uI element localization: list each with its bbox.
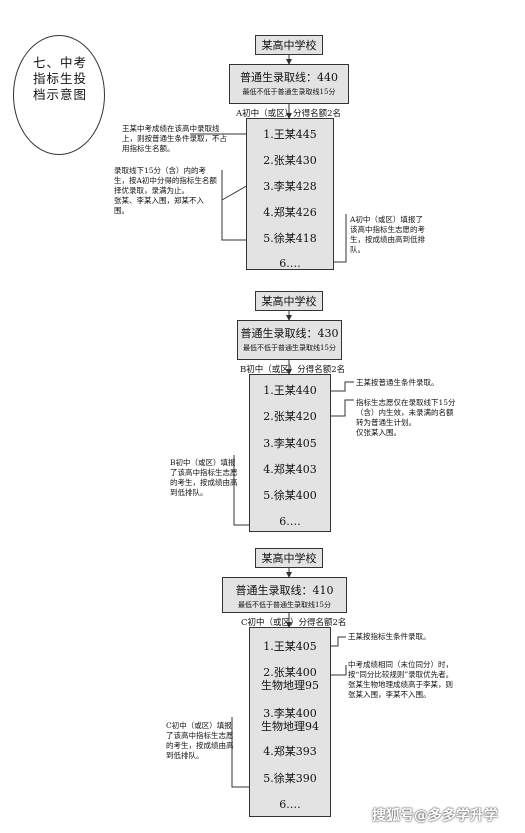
- admission-line-c: 普通生录取线：410: [235, 584, 334, 597]
- note-a-2: 录取线下15分（含）内的考生，按A初中分得的指标生名额择优录取，录满为止。 张某…: [114, 166, 217, 215]
- school-box-c: 某高中学校: [255, 548, 323, 568]
- list-item: 4.郑某393: [263, 745, 317, 758]
- list-item: 5.徐某390: [263, 772, 317, 785]
- leader-note3-a: [334, 214, 347, 263]
- list-item: 3.李某428: [263, 180, 317, 193]
- list-item-subscore: 生物地理94: [261, 720, 319, 733]
- list-item: 6.…: [279, 257, 301, 270]
- note-a-3: A初中（或区）填报了该高中指标生志愿的考生，按成绩由高到低排队。: [350, 215, 425, 254]
- quota-label-c: C初中（或区）分得名额2名: [241, 618, 347, 628]
- admission-line-a: 普通生录取线：440: [240, 71, 338, 84]
- note-b-2: 指标生志愿仅在录取线下15分（含）内生效，未录满的名额转为普通生计划。 仅张某入…: [356, 398, 456, 437]
- admission-line-sub-b: 最低不低于普通生录取线15分: [243, 344, 336, 352]
- title-oval: [13, 35, 105, 155]
- note-a-1: 王某中考成绩在该高中录取线上，则按普通生条件录取，不占用指标生名额。: [122, 124, 227, 153]
- note-c-2: 中考成绩相同（末位同分）时，按“同分比较规则”录取优先者。 张某生物地理成绩高于…: [348, 660, 454, 699]
- list-item: 2.张某420: [263, 410, 317, 423]
- note-c-3: C初中（或区）填报了该高中指标生志愿的考生，按成绩由高到低排队。: [166, 721, 234, 760]
- admission-line-box-b: 普通生录取线：430 最低不低于普通生录取线15分: [237, 320, 342, 360]
- admission-line-box-c: 普通生录取线：410 最低不低于普通生录取线15分: [222, 577, 347, 613]
- admission-line-sub-a: 最低不低于普通生录取线15分: [242, 88, 336, 96]
- admission-line-box-a: 普通生录取线：440 最低不低于普通生录取线15分: [229, 64, 349, 104]
- list-item-subscore: 生物地理95: [261, 679, 319, 692]
- list-item: 6.…: [279, 515, 301, 528]
- school-box-a: 某高中学校: [255, 35, 323, 55]
- list-item: 1.王某440: [263, 384, 317, 397]
- note-b-1: 王某按普通生条件录取。: [356, 378, 439, 387]
- list-item: 2.张某430: [263, 154, 317, 167]
- leader-note3-b: [233, 455, 249, 526]
- diagram-title: 七、中考指标生投档示意图: [32, 55, 87, 102]
- ranking-list-c: 1.王某405 2.张某400 生物地理95 3.李某400 生物地理94 4.…: [249, 627, 331, 817]
- quota-label-b: B初中（或区）分得名额2名: [240, 365, 346, 375]
- watermark: 搜狐号@多多学升学: [372, 808, 498, 824]
- list-item: 5.徐某418: [263, 232, 317, 245]
- list-item: 2.张某400: [263, 666, 317, 679]
- quota-label-a: A初中（或区）分得名额2名: [236, 109, 342, 119]
- list-item: 5.徐某400: [263, 489, 317, 502]
- note-b-3: B初中（或区）填报了该高中指标生志愿的考生，按成绩由高到低排队。: [170, 458, 238, 497]
- list-item: 1.王某445: [263, 128, 317, 141]
- admission-line-sub-c: 最低不低于普通生录取线15分: [238, 601, 331, 609]
- list-item: 4.郑某426: [263, 206, 317, 219]
- note-c-1: 王某按指标生条件录取。: [348, 632, 431, 641]
- school-box-b: 某高中学校: [255, 291, 323, 311]
- list-item: 1.王某405: [263, 640, 317, 653]
- list-item: 3.李某405: [263, 437, 317, 450]
- ranking-list-b: 1.王某440 2.张某420 3.李某405 4.郑某403 5.徐某400 …: [249, 374, 331, 532]
- ranking-list-a: 1.王某445 2.张某430 3.李某428 4.郑某426 5.徐某418 …: [246, 118, 334, 270]
- list-item: 4.郑某403: [263, 463, 317, 476]
- list-item: 6.…: [279, 798, 301, 811]
- leader-note2-b: [318, 399, 354, 417]
- leader-note2-a: [221, 170, 246, 241]
- list-item: 3.李某400: [263, 707, 317, 720]
- admission-line-b: 普通生录取线：430: [240, 327, 339, 340]
- leader-note3-c: [231, 717, 249, 788]
